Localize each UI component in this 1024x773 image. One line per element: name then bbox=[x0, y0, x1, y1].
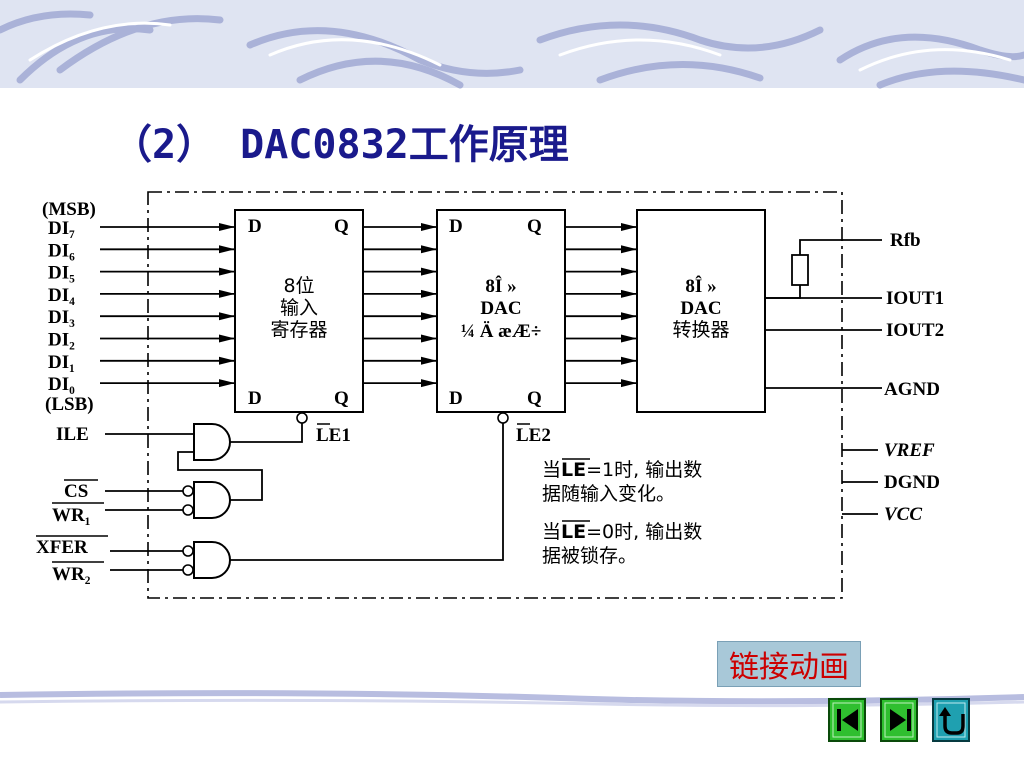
footer-decoration bbox=[0, 690, 1024, 708]
input-label-1: DI₆ bbox=[48, 240, 75, 261]
first-icon bbox=[837, 709, 858, 731]
input-label-7: DI₀ bbox=[48, 374, 75, 395]
last-icon bbox=[890, 709, 911, 731]
output-section: Rfb IOUT1 IOUT2 AGND VREF DGND VCC bbox=[765, 230, 944, 525]
dac-converter: 8Î » DAC 转换器 bbox=[636, 209, 766, 413]
and-gate-2 bbox=[193, 481, 231, 519]
box3-line-1: 8Î » bbox=[685, 275, 716, 297]
box1-d-bottom: D bbox=[248, 388, 262, 409]
box1-d-top: D bbox=[248, 216, 262, 237]
input-label-2: DI₅ bbox=[48, 263, 75, 284]
le2-bubble bbox=[497, 412, 509, 424]
note-1-line-2: 据随输入变化。 bbox=[542, 483, 675, 505]
box2-line-2: DAC bbox=[480, 298, 521, 319]
rfb-label: Rfb bbox=[890, 230, 921, 251]
xfer-label: XFER bbox=[36, 537, 88, 558]
box2-line-3: ¼ Ä æÆ÷ bbox=[461, 321, 542, 342]
chip-boundary bbox=[147, 191, 843, 599]
input-wires bbox=[100, 223, 235, 388]
link-animation-button[interactable]: 链接动画 bbox=[717, 641, 861, 687]
box1-q-bottom: Q bbox=[334, 388, 349, 409]
msb-label: (MSB) bbox=[42, 199, 96, 220]
input-label-4: DI₃ bbox=[48, 307, 75, 328]
note-2-line-1: 当LE=0时, 输出数 bbox=[542, 521, 702, 543]
rfb-resistor bbox=[791, 254, 809, 286]
notes: 当LE=1时, 输出数 据随输入变化。 当LE=0时, 输出数 据被锁存。 bbox=[542, 458, 702, 567]
box2-d-top: D bbox=[449, 216, 463, 237]
dac-register: D Q D Q 8Î » DAC ¼ Ä æÆ÷ bbox=[436, 209, 566, 413]
dac-converter-box bbox=[636, 209, 766, 413]
bus-register-to-dac-register bbox=[363, 223, 437, 388]
box2-d-bottom: D bbox=[449, 388, 463, 409]
dac-register-box bbox=[436, 209, 566, 413]
bus-dac-register-to-converter bbox=[565, 223, 637, 388]
ile-label: ILE bbox=[56, 424, 89, 445]
box2-q-bottom: Q bbox=[527, 388, 542, 409]
le1-label: LE1 bbox=[316, 425, 351, 446]
return-button[interactable] bbox=[932, 698, 970, 742]
nav-buttons bbox=[828, 698, 970, 742]
input-label-3: DI₄ bbox=[48, 285, 75, 306]
page-title: （2） DAC0832工作原理 bbox=[112, 122, 569, 168]
return-icon bbox=[939, 707, 965, 735]
wr1-label: WR₁ bbox=[52, 505, 90, 526]
header-decoration bbox=[0, 0, 1024, 89]
input-label-6: DI₁ bbox=[48, 352, 75, 373]
iout2-label: IOUT2 bbox=[886, 320, 944, 341]
note-2-line-2: 据被锁存。 bbox=[542, 545, 637, 567]
box1-q-top: Q bbox=[334, 216, 349, 237]
box3-line-3: 转换器 bbox=[672, 319, 729, 341]
lsb-label: (LSB) bbox=[45, 394, 94, 415]
input-label-5: DI₂ bbox=[48, 330, 75, 351]
cs-label: CS bbox=[64, 481, 88, 502]
input-label-0: DI₇ bbox=[48, 218, 75, 239]
and-gate-1 bbox=[193, 423, 231, 461]
box1-line-3: 寄存器 bbox=[270, 319, 327, 341]
agnd-label: AGND bbox=[884, 379, 940, 400]
box2-q-top: Q bbox=[527, 216, 542, 237]
iout1-label: IOUT1 bbox=[886, 288, 944, 309]
vref-label: VREF bbox=[884, 440, 935, 461]
control-logic: LE1 LE2 ILE CS WR₁ XFER WR₂ bbox=[36, 412, 551, 585]
last-slide-button[interactable] bbox=[880, 698, 918, 742]
box3-line-2: DAC bbox=[680, 298, 721, 319]
and-gate-3 bbox=[193, 541, 231, 579]
dgnd-label: DGND bbox=[884, 472, 940, 493]
le2-label: LE2 bbox=[516, 425, 551, 446]
box1-line-2: 输入 bbox=[280, 297, 318, 319]
input-register: D Q D Q 8位 输入 寄存器 bbox=[234, 209, 364, 413]
first-slide-button[interactable] bbox=[828, 698, 866, 742]
box1-line-1: 8位 bbox=[283, 275, 314, 297]
note-1-line-1: 当LE=1时, 输出数 bbox=[542, 459, 702, 481]
le1-bubble bbox=[296, 412, 308, 424]
wr2-label: WR₂ bbox=[52, 564, 91, 585]
input-register-box bbox=[234, 209, 364, 413]
box2-line-1: 8Î » bbox=[485, 275, 516, 297]
vcc-label: VCC bbox=[884, 504, 922, 525]
